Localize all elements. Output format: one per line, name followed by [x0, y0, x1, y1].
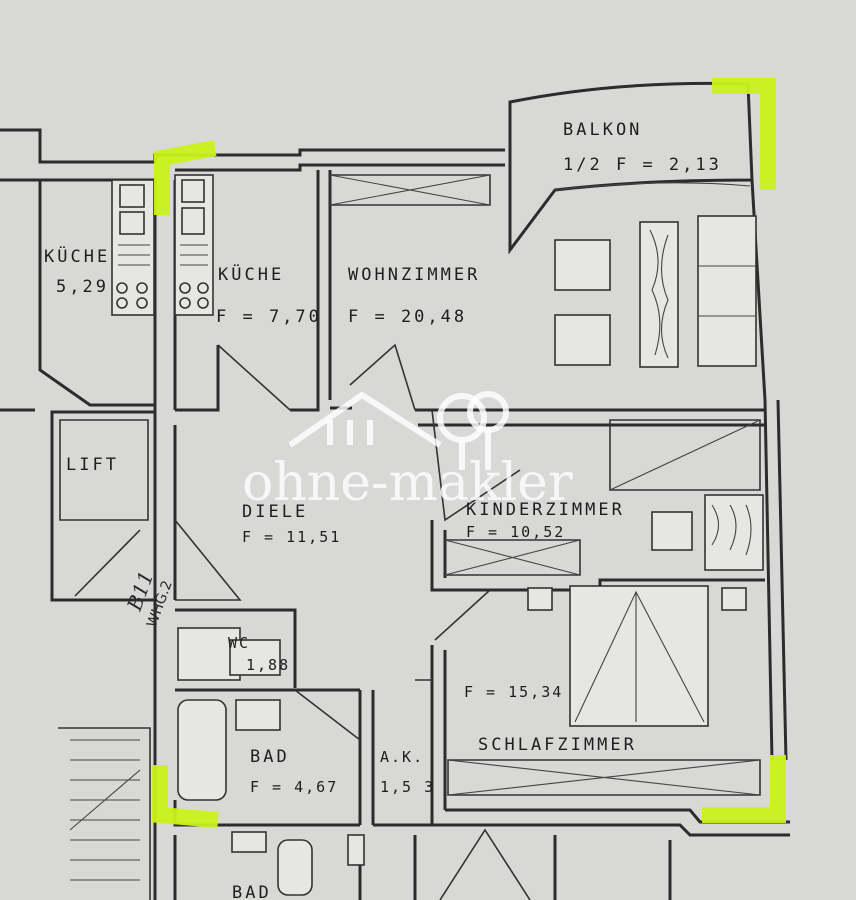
double-bed	[569, 585, 709, 727]
room-area-ak: 1,5 3	[380, 778, 435, 796]
room-label-bad-lower: BAD	[232, 883, 272, 900]
room-label-kueche-left: KÜCHE	[44, 245, 110, 267]
coffee-table	[639, 221, 679, 368]
room-label-ak: A.K.	[380, 748, 424, 766]
room-area-kueche: F = 7,70	[216, 307, 322, 327]
room-area-kinderzimmer: F = 10,52	[466, 523, 565, 541]
room-area-wohnzimmer: F = 20,48	[348, 307, 467, 327]
room-label-lift: LIFT	[66, 455, 119, 475]
handwritten-annotation: B11 WHG.2	[122, 568, 176, 630]
room-area-schlafzimmer: F = 15,34	[464, 683, 563, 701]
room-area-wc: 1,88	[246, 656, 290, 674]
room-label-wc: WC	[228, 634, 250, 652]
sofa	[697, 215, 757, 367]
room-area-diele: F = 11,51	[242, 528, 341, 546]
room-label-kinderzimmer: KINDERZIMMER	[466, 500, 625, 520]
room-label-wohnzimmer: WOHNZIMMER	[348, 265, 480, 285]
room-label-bad: BAD	[250, 747, 290, 767]
room-label-balkon: BALKON	[563, 120, 642, 140]
room-area-bad: F = 4,67	[250, 778, 338, 796]
highlight-marks	[152, 78, 786, 828]
doors	[174, 343, 521, 741]
room-labels: KÜCHE 5,29 KÜCHE F = 7,70 WOHNZIMMER F =…	[44, 120, 722, 900]
room-label-diele: DIELE	[242, 502, 308, 522]
watermark-logo: ohne-makler	[242, 391, 573, 513]
armchair-top	[554, 239, 611, 291]
watermark-text: ohne-makler	[242, 453, 573, 513]
bathtub	[177, 699, 227, 801]
room-area-kueche-left: 5,29	[56, 277, 109, 297]
room-label-schlafzimmer: SCHLAFZIMMER	[478, 735, 637, 755]
children-desk	[704, 494, 764, 571]
desk-chair	[651, 511, 693, 551]
armchair-bottom	[554, 314, 611, 366]
washbasin	[235, 699, 281, 731]
room-label-kueche: KÜCHE	[218, 263, 284, 285]
toilet	[229, 639, 281, 676]
furniture	[111, 174, 764, 900]
room-area-balkon: 1/2 F = 2,13	[563, 155, 722, 175]
windows-and-cabinets	[329, 174, 761, 796]
